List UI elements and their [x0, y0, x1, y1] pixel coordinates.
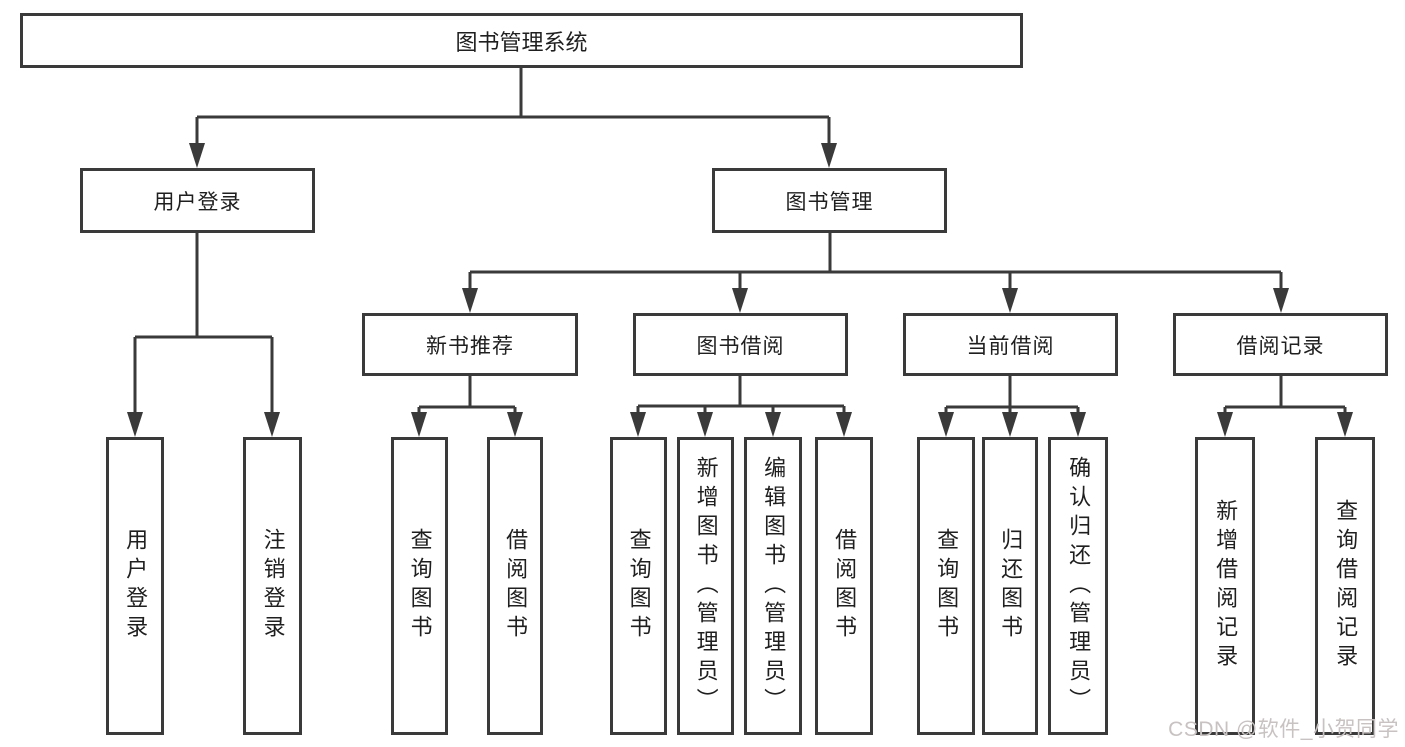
- leaf-confirm-return-admin: 确认归还（管理员）: [1048, 437, 1108, 735]
- arrowheads: [127, 143, 1353, 437]
- node-book-borrow: 图书借阅: [633, 313, 848, 376]
- node-new-book-recommend: 新书推荐: [362, 313, 578, 376]
- csdn-watermark: CSDN @软件_小贺同学: [1168, 718, 1399, 741]
- leaf-query-book-2: 查询图书: [610, 437, 667, 735]
- leaf-borrow-book-1: 借阅图书: [487, 437, 543, 735]
- leaf-logout: 注销登录: [243, 437, 302, 735]
- leaf-query-borrow-record: 查询借阅记录: [1315, 437, 1375, 735]
- leaf-borrow-book-2: 借阅图书: [815, 437, 873, 735]
- leaf-add-borrow-record: 新增借阅记录: [1195, 437, 1255, 735]
- node-current-borrow: 当前借阅: [903, 313, 1118, 376]
- node-user-login: 用户登录: [80, 168, 315, 233]
- leaf-return-book: 归还图书: [982, 437, 1038, 735]
- node-borrow-record: 借阅记录: [1173, 313, 1388, 376]
- leaf-add-book-admin: 新增图书（管理员）: [677, 437, 734, 735]
- leaf-query-book-3: 查询图书: [917, 437, 975, 735]
- node-book-management: 图书管理: [712, 168, 947, 233]
- node-root-system: 图书管理系统: [20, 13, 1023, 68]
- leaf-edit-book-admin: 编辑图书（管理员）: [744, 437, 802, 735]
- leaf-user-login: 用户登录: [106, 437, 164, 735]
- leaf-query-book-1: 查询图书: [391, 437, 448, 735]
